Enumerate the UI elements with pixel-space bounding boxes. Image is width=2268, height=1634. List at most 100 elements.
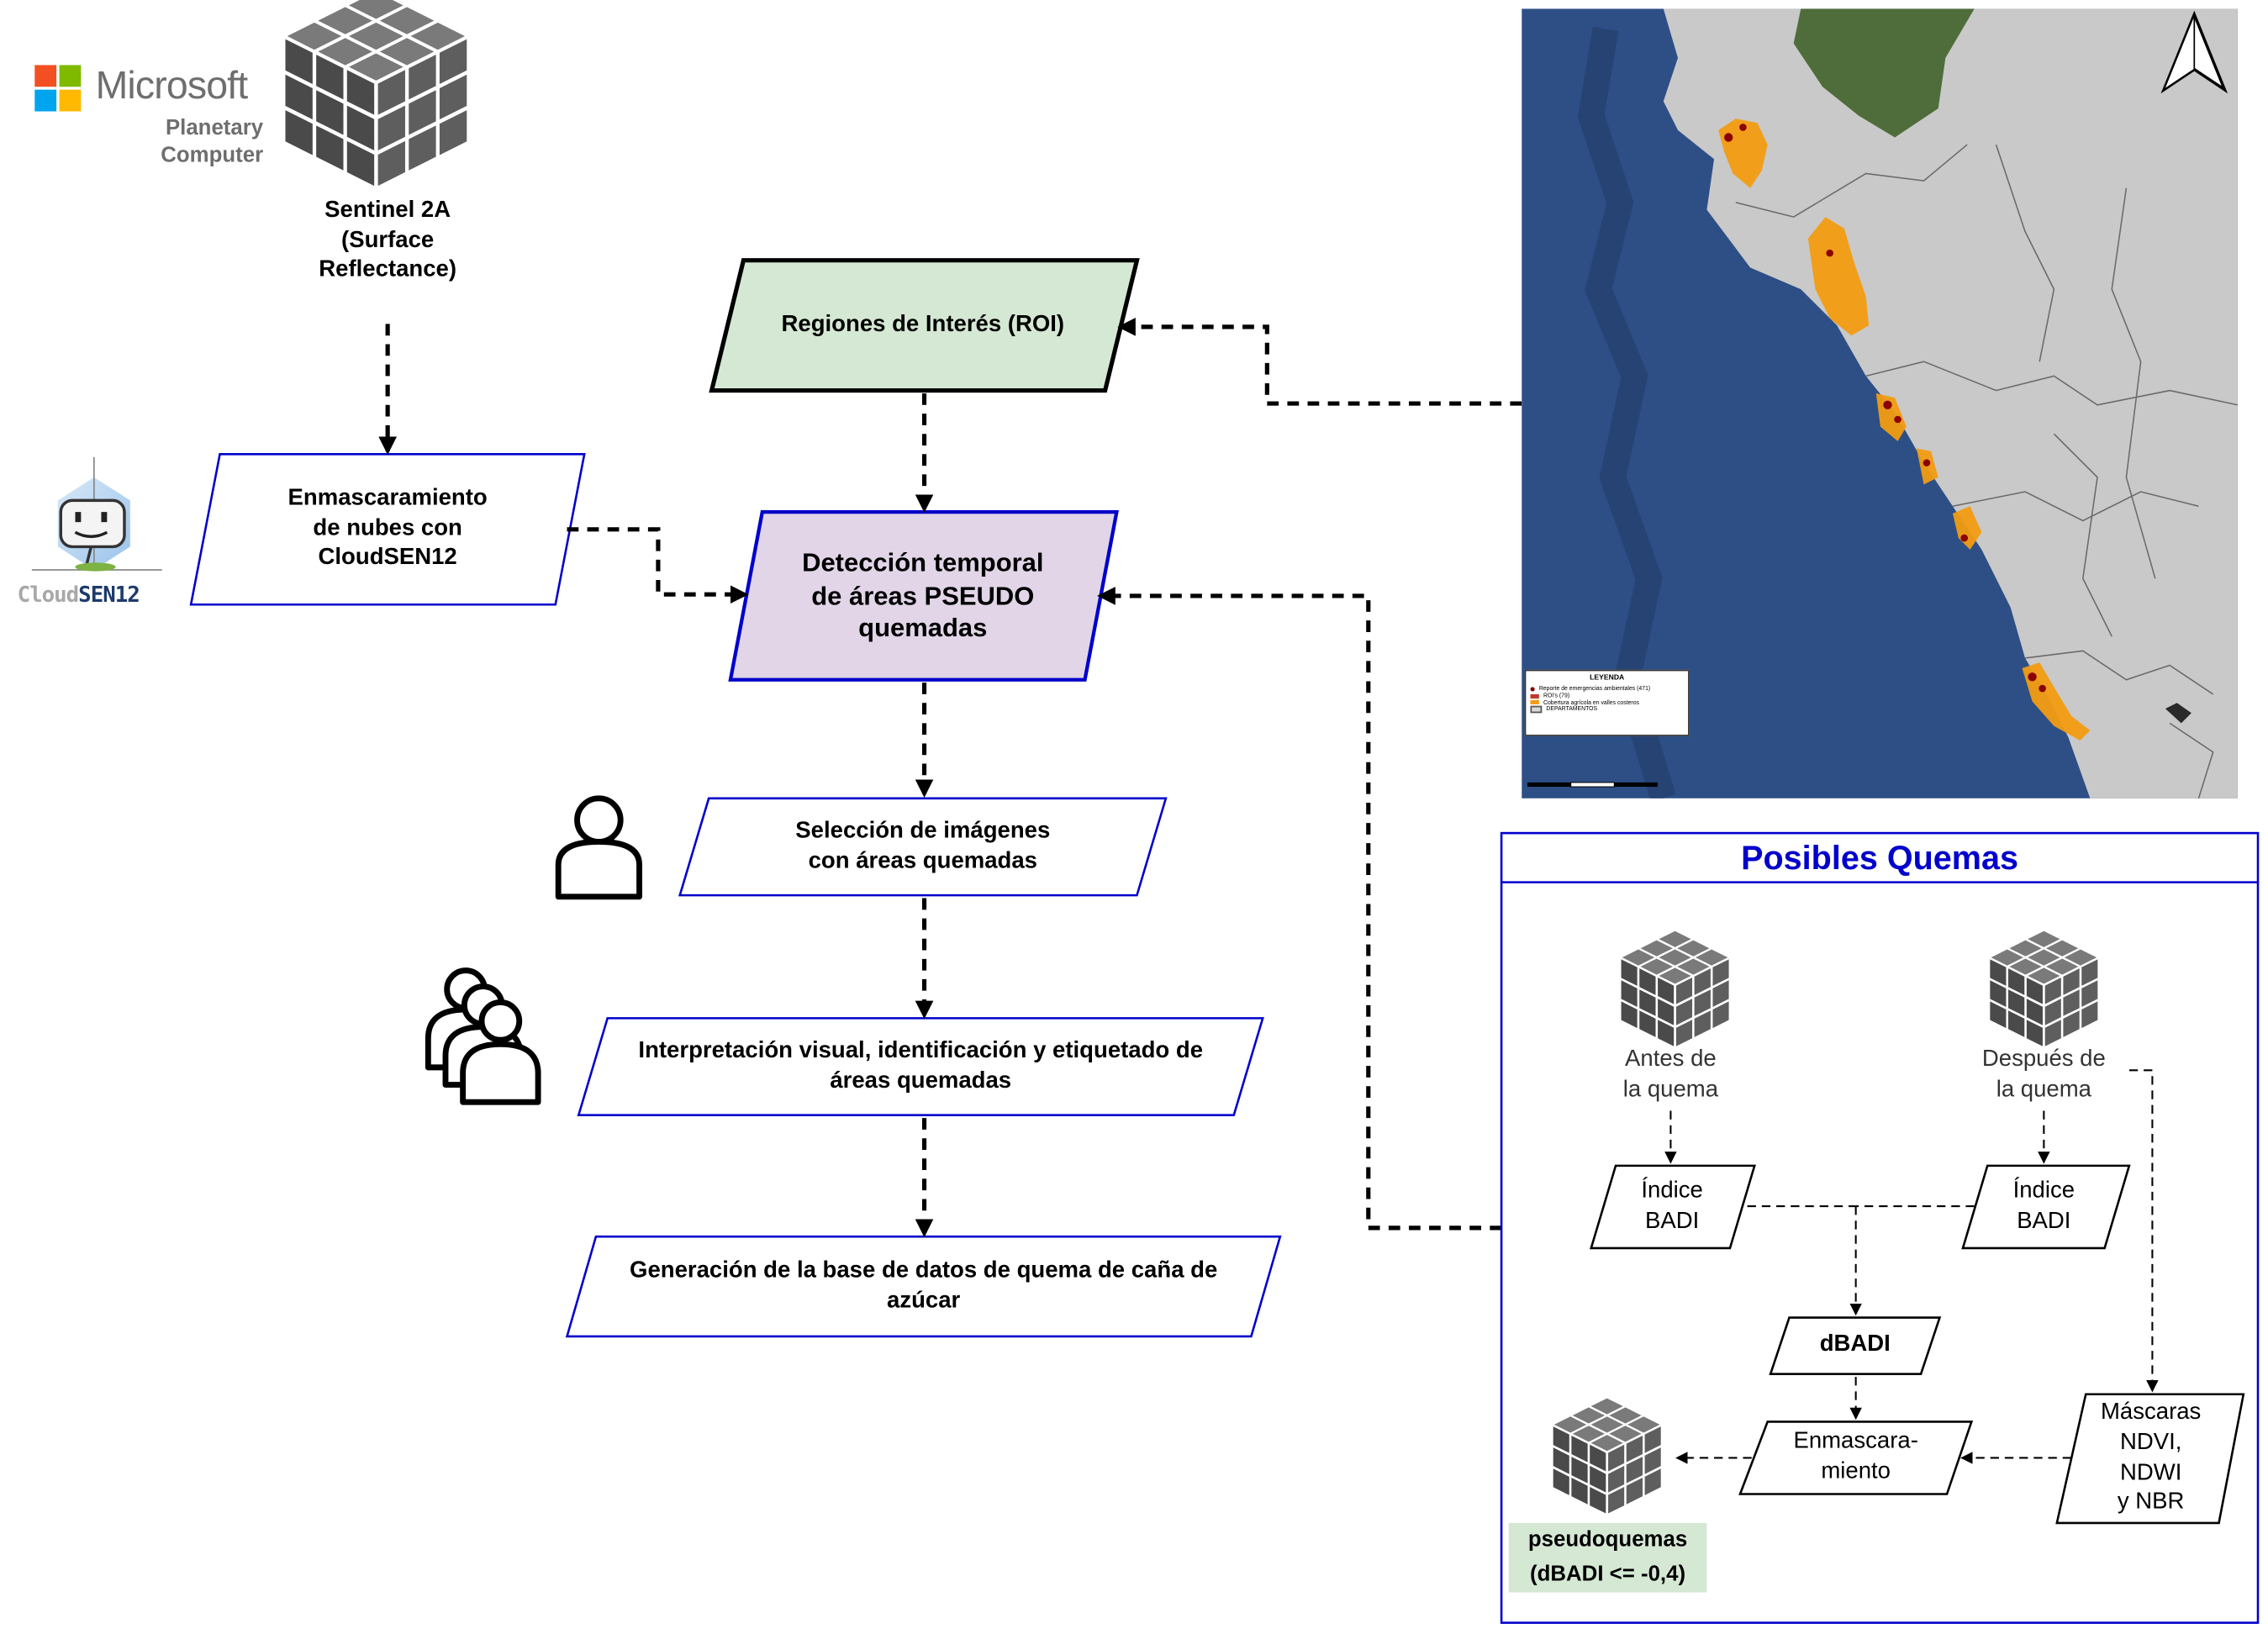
map-legend-item-label: DEPARTAMENTOS <box>1546 704 1598 713</box>
cube-cell <box>410 22 466 50</box>
cube-cell <box>346 70 375 115</box>
after-burn-label: Después de la quema <box>1981 1047 2106 1103</box>
cube-cell <box>2028 967 2060 984</box>
cube-cell <box>2008 968 2025 995</box>
cube-cell <box>1639 989 1656 1016</box>
microsoft-logo-blue <box>34 89 57 112</box>
cube-cell <box>1644 1426 1661 1453</box>
cube-cell <box>409 55 436 100</box>
detection-label: Detección temporal de áreas PSEUDO quema… <box>802 548 1044 643</box>
cube-cell <box>1644 1447 1661 1474</box>
map-legend-item-label: Reporte de emergencias ambientales (471) <box>1538 683 1651 692</box>
cube-cell <box>1572 1407 1606 1424</box>
cube-cell <box>1553 1416 1587 1433</box>
cloud-mask-label: Enmascaramiento de nubes con CloudSEN12 <box>287 485 488 571</box>
cube-cell <box>2063 1010 2080 1037</box>
cloudsen12-prefix: Cloud <box>17 581 80 608</box>
cube-cell <box>1659 967 1691 984</box>
cube-cell <box>285 74 313 120</box>
cube-cell <box>1553 1468 1569 1495</box>
cube-cell <box>1990 1001 2007 1029</box>
people-group-icon <box>425 967 541 1105</box>
microsoft-logo-text: Microsoft <box>95 63 249 108</box>
cube-cell <box>1553 1426 1569 1453</box>
connector-mask-to-detection <box>567 527 749 604</box>
posibles-quemas-panel <box>1500 831 2260 1624</box>
cube-cell <box>1621 980 1638 1007</box>
cube-cell <box>2045 958 2079 975</box>
cube-cell <box>2009 958 2042 975</box>
cube-cell <box>1644 1468 1661 1495</box>
cube-cell <box>1712 959 1729 986</box>
cube-cell <box>1571 1457 1588 1484</box>
microsoft-logo-red <box>34 65 57 87</box>
map-legend-item: DEPARTAMENTOS <box>1530 704 1684 714</box>
cube-cell <box>2008 989 2025 1016</box>
cube-cell <box>409 90 436 135</box>
cube-cell <box>2044 978 2061 1004</box>
cube-cell <box>379 38 435 66</box>
badi-left-shape <box>1590 1164 1756 1250</box>
connector-after-to-masks <box>2128 1069 2159 1393</box>
cube-cell <box>2026 1020 2043 1046</box>
cube-cell <box>1639 968 1656 995</box>
cube-cell <box>285 110 313 155</box>
cube-cell <box>2064 949 2097 966</box>
cube-cell <box>349 0 403 19</box>
cube-cell <box>1626 1457 1643 1484</box>
cube-cell <box>1640 940 1673 957</box>
cube-cell <box>1675 978 1693 1004</box>
cube-cell <box>1621 1001 1638 1029</box>
datacube-icon <box>285 0 467 187</box>
interpretation-shape <box>577 1017 1264 1116</box>
cube-cell <box>2008 1010 2025 1037</box>
cube-cell <box>2028 930 2060 947</box>
cube-cell <box>287 22 342 50</box>
cube-cell <box>1627 1416 1660 1433</box>
map-legend-title: LEYENDA <box>1590 673 1625 683</box>
cube-cell <box>377 70 405 115</box>
roi-shape <box>709 258 1140 393</box>
dbadi-label: dBADI <box>1819 1331 1891 1357</box>
cube-cell <box>1590 1435 1623 1452</box>
panel-title: Posibles Quemas <box>1741 838 2019 876</box>
cube-cell <box>1677 958 1710 975</box>
cube-cell <box>1712 1001 1729 1029</box>
cube-cell <box>1675 999 1693 1025</box>
cube-cell <box>346 140 375 187</box>
cube-cell <box>318 38 372 66</box>
map-legend-item-label: ROI's (79) <box>1543 691 1570 698</box>
agriculture-swatch <box>1530 700 1539 705</box>
map-legend: LEYENDA Reporte de emergencias ambiental… <box>1524 669 1690 736</box>
cube-cell <box>409 125 436 171</box>
microsoft-logo-green <box>59 65 82 87</box>
cube-cell <box>2026 978 2043 1004</box>
cloudsen12-logo <box>31 456 162 572</box>
cube-cell <box>379 7 435 34</box>
cube-cell <box>1626 1478 1643 1505</box>
panel-connectors <box>1664 1069 2159 1464</box>
map-legend-item: Reporte de emergencias ambientales (471) <box>1530 683 1684 693</box>
pseudoquemas-box <box>1508 1522 1707 1593</box>
cube-cell <box>1639 1010 1656 1037</box>
cube-cell <box>1626 1435 1643 1463</box>
cloudsen12-logo-text: CloudSEN12 <box>18 582 140 608</box>
cube-cell <box>1694 1010 1711 1037</box>
map-legend-item: ROI's (79) <box>1530 691 1684 699</box>
badi-left-label: Índice BADI <box>1641 1178 1703 1233</box>
departments-swatch <box>1530 706 1543 714</box>
cube-cell <box>1590 1398 1623 1415</box>
selection-label: Selección de imágenes con áreas quemadas <box>795 818 1051 873</box>
roi-swatch <box>1530 693 1539 698</box>
cube-cell <box>1608 1487 1625 1514</box>
cube-cell <box>349 53 403 81</box>
detection-shape <box>728 509 1119 682</box>
masks-shape <box>2055 1393 2245 1525</box>
main-connectors <box>378 318 1522 1238</box>
cube-cell <box>1675 1020 1693 1046</box>
selection-shape <box>678 797 1168 897</box>
cube-cell <box>1694 968 1711 995</box>
microsoft-logo <box>34 65 82 112</box>
